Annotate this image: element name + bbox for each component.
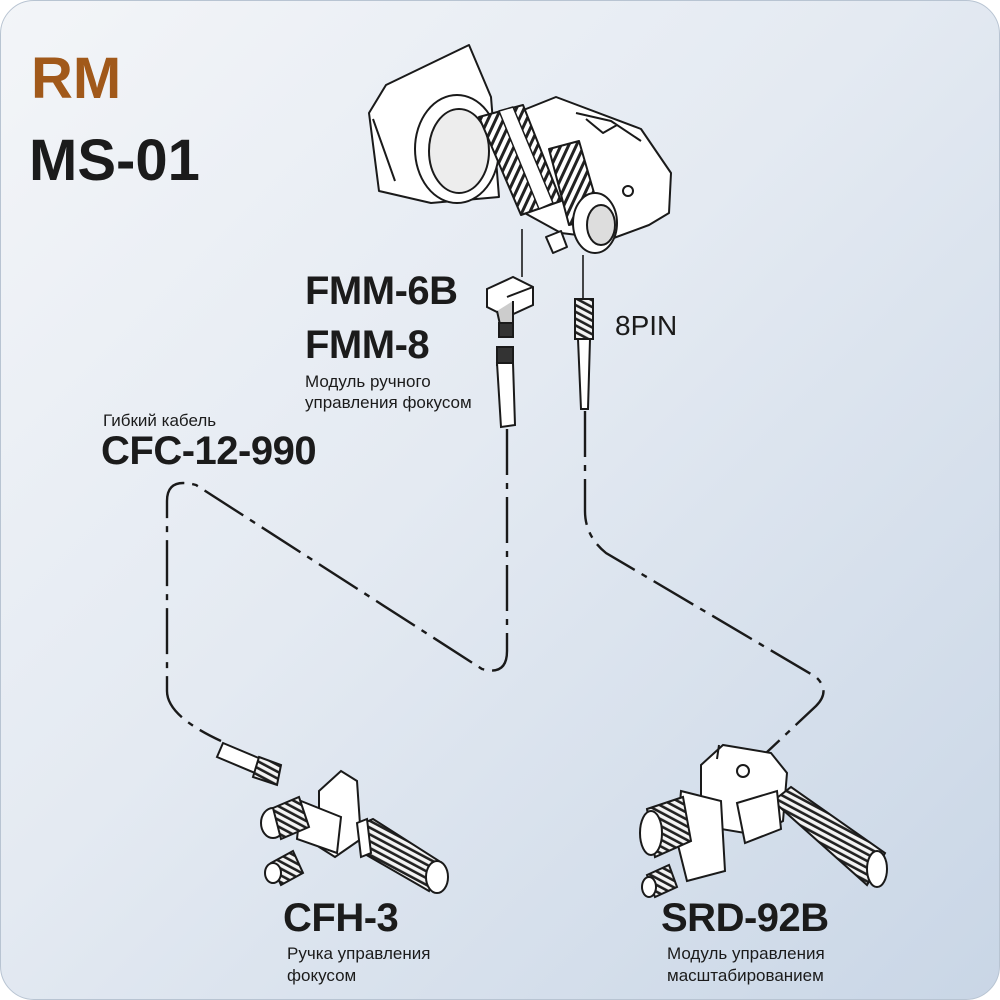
- focus-handle-description-line2: фокусом: [287, 966, 357, 985]
- zoom-module-description-line2: масштабированием: [667, 966, 824, 985]
- model-title: MS-01: [29, 128, 200, 193]
- zoom-module-model: SRD-92B: [661, 896, 829, 940]
- focus-module-model-a: FMM-6B: [305, 269, 458, 313]
- focus-module-rod: [495, 346, 517, 429]
- focus-handle-description-line1: Ручка управления: [287, 944, 431, 963]
- focus-module-adapter: [486, 229, 534, 338]
- focus-module-description-line2: управления фокусом: [305, 393, 472, 412]
- focus-handle: [260, 769, 449, 894]
- focus-module-model-b: FMM-8: [305, 323, 430, 367]
- brand-title: RM: [31, 46, 122, 111]
- focus-module-description: Модуль ручного управления фокусом: [305, 371, 472, 413]
- flex-cable-model: CFC-12-990: [101, 429, 317, 473]
- zoom-module: [639, 743, 888, 899]
- focus-module-description-line1: Модуль ручного: [305, 372, 431, 391]
- zoom-lens: [368, 44, 672, 254]
- focus-handle-description: Ручка управления фокусом: [287, 943, 430, 987]
- flex-cable-description: Гибкий кабель: [103, 411, 217, 430]
- connector-label: 8PIN: [615, 310, 678, 341]
- focus-handle-model: CFH-3: [283, 896, 399, 940]
- zoom-cable-line: [583, 411, 825, 754]
- 8pin-connector: [574, 255, 594, 410]
- flex-cable-line: [165, 429, 509, 743]
- flex-cable-end: [215, 741, 283, 787]
- zoom-module-description-line1: Модуль управления: [667, 944, 825, 963]
- zoom-module-description: Модуль управления масштабированием: [667, 943, 825, 987]
